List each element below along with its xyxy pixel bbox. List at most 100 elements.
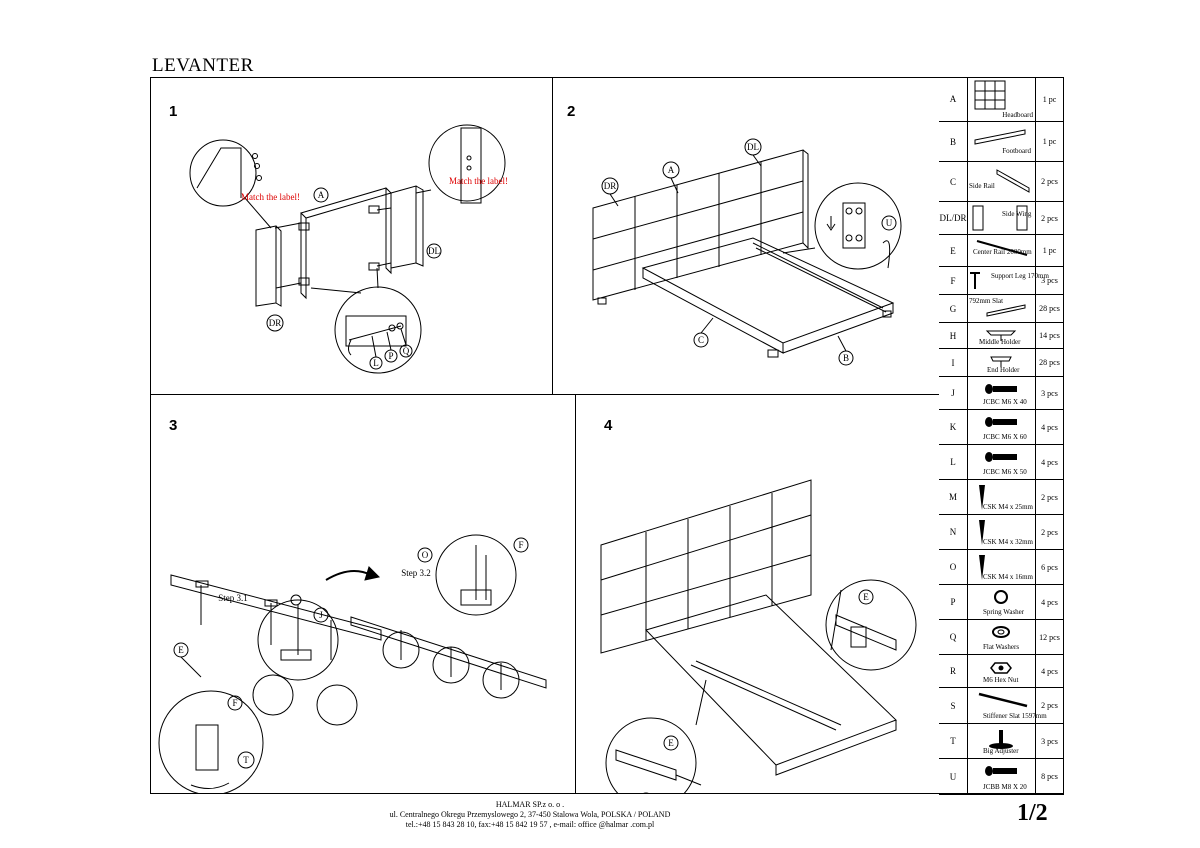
part-row: P Spring Washer 4 pcs (939, 585, 1064, 620)
part-image: 792mm Slat (967, 295, 1036, 322)
part-letter: T (939, 724, 968, 758)
part-image: CSK M4 x 32mm (967, 515, 1036, 549)
part-image: CSK M4 x 16mm (967, 550, 1036, 584)
instruction-frame: 1 (150, 77, 1064, 794)
hex-nut-icon (990, 662, 1012, 674)
slat-icon (986, 304, 1026, 317)
callout-f: F (518, 540, 523, 550)
part-name: Center Rail 2000mm (973, 248, 1032, 256)
part-quantity: 3 pcs (1041, 276, 1058, 285)
side-rail-icon (996, 169, 1030, 193)
part-quantity: 4 pcs (1041, 597, 1058, 607)
bolt-icon (985, 384, 1017, 394)
part-letter: F (939, 267, 968, 294)
step-1-illustration: A DL DR L P Q Match the label! Match the… (189, 124, 508, 374)
footboard-icon (974, 129, 1026, 145)
part-name: JCBC M6 X 60 (983, 433, 1027, 441)
part-name: Spring Washer (983, 608, 1025, 616)
step-number: 2 (567, 103, 576, 120)
footer: HALMAR SP.z o. o . ul. Centralnego Okreg… (330, 800, 730, 830)
screw-icon (979, 555, 985, 580)
part-letter: P (939, 585, 968, 619)
bolt-icon (985, 766, 1017, 776)
part-quantity: 8 pcs (1041, 772, 1058, 781)
part-quantity: 3 pcs (1041, 736, 1058, 746)
part-name: Flat Washers (983, 643, 1020, 651)
part-name: End Holder (987, 366, 1020, 374)
part-name: Stiffener Slat 1597mm (983, 712, 1047, 720)
callout-q: Q (403, 346, 410, 356)
part-row: T Big Adjuster 3 pcs (939, 724, 1064, 759)
bolt-icon (985, 417, 1017, 427)
part-quantity: 2 pcs (1041, 177, 1058, 186)
support-leg-icon (970, 272, 980, 289)
callout-t: T (243, 755, 249, 765)
part-image: End Holder (967, 349, 1036, 376)
part-image: Headboard (967, 77, 1036, 121)
part-name: Footboard (1002, 147, 1031, 155)
part-image: Spring Washer (967, 585, 1036, 619)
callout-a: A (318, 190, 325, 200)
step-3-1-note: Step 3.1 (218, 593, 248, 603)
part-image: JCBC M6 X 60 (967, 410, 1036, 444)
part-letter: G (939, 295, 968, 322)
step-3-panel: 3 (151, 395, 576, 793)
spring-washer-icon (994, 590, 1008, 604)
part-name: CSK M4 x 32mm (983, 538, 1033, 546)
part-image: JCBC M6 X 50 (967, 445, 1036, 479)
callout-c: C (698, 335, 704, 345)
part-quantity: 14 pcs (1039, 331, 1060, 340)
part-letter: J (939, 377, 968, 409)
document-title: LEVANTER (152, 55, 254, 76)
match-label-note: Match the label! (241, 192, 300, 202)
step-2-panel: 2 (553, 78, 939, 395)
part-name: Side Wing (1002, 210, 1032, 218)
part-letter: H (939, 323, 968, 348)
part-image: JCBC M6 X 40 (967, 377, 1036, 409)
company-contact: tel.:+48 15 843 28 10, fax:+48 15 842 19… (405, 820, 655, 829)
part-quantity: 2 pcs (1041, 492, 1058, 502)
callout-dr: DR (269, 318, 282, 328)
part-quantity: 12 pcs (1039, 632, 1060, 642)
part-name: Support Leg 170mm (991, 272, 1049, 280)
end-holder-icon (990, 356, 1012, 367)
part-image: Stiffener Slat 1597mm (967, 688, 1047, 723)
part-letter: R (939, 655, 968, 687)
part-letter: E (939, 235, 968, 266)
part-letter: L (939, 445, 968, 479)
part-quantity: 4 pcs (1041, 666, 1058, 676)
part-quantity: 1 pc (1042, 137, 1057, 146)
part-letter: C (939, 162, 968, 201)
part-letter: Q (939, 620, 968, 654)
step-number: 1 (169, 103, 178, 120)
step-2-illustration: DR A DL C B U (592, 138, 902, 366)
part-image: Flat Washers (967, 620, 1036, 654)
part-quantity: 4 pcs (1041, 457, 1058, 467)
part-image: Side Wing (967, 202, 1036, 234)
callout-u: U (886, 218, 893, 228)
part-image: Side Rail (967, 162, 1036, 201)
callout-p: P (388, 351, 393, 361)
part-name: Big Adjuster (983, 747, 1019, 755)
callout-dl: DL (428, 246, 440, 256)
callout-dr: DR (604, 181, 617, 191)
callout-b: B (843, 353, 849, 363)
callout-o: O (422, 550, 429, 560)
company-name: HALMAR SP.z o. o . (495, 800, 565, 809)
part-letter: A (939, 77, 968, 121)
step-3-2-note: Step 3.2 (401, 568, 431, 578)
part-name: JCBC M6 X 40 (983, 398, 1027, 406)
middle-holder-icon (985, 330, 1017, 341)
